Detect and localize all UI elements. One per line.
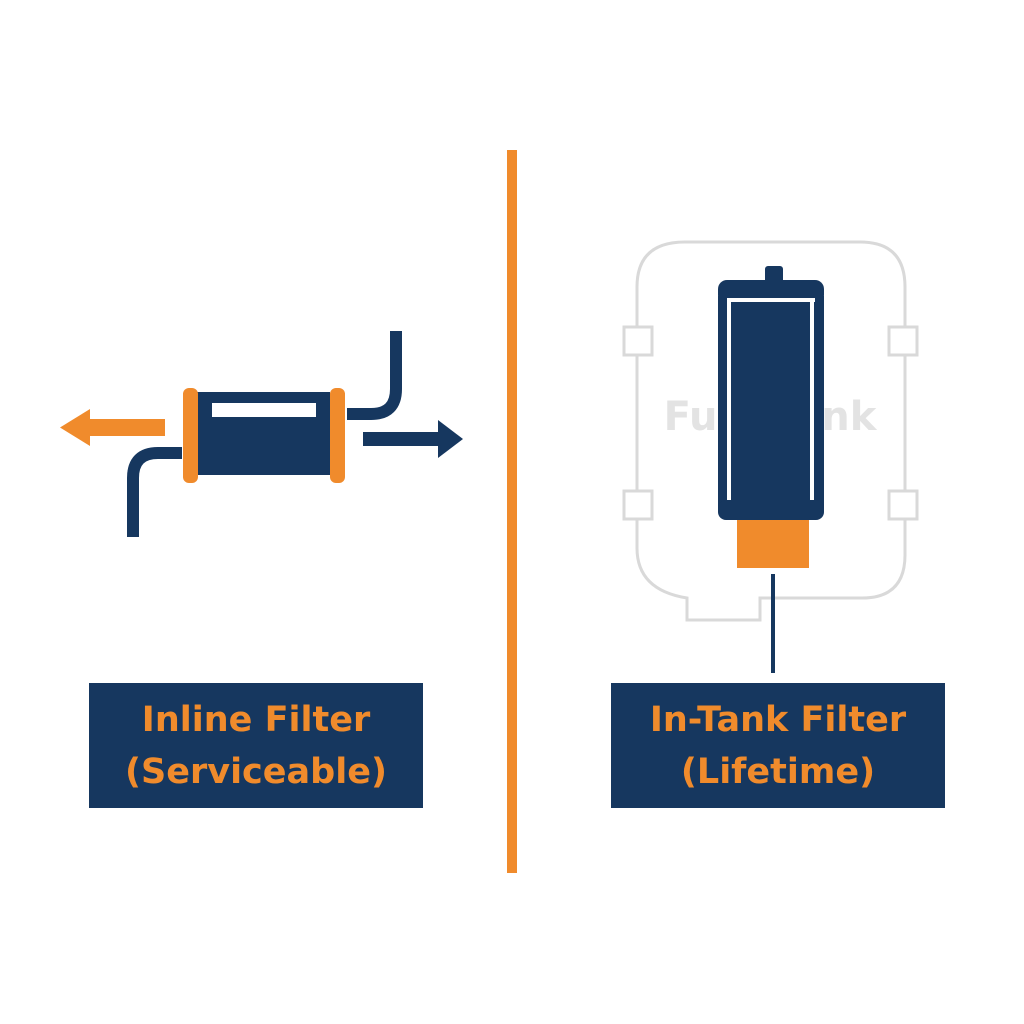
in-tank-filter-subtitle: (Lifetime) [680,751,876,792]
inline-filter-label: Inline Filter (Serviceable) [89,683,423,808]
inlet-pipe [127,447,182,537]
filter-bottom-cap [718,500,824,520]
in-tank-filter-title: In-Tank Filter [649,699,907,740]
inline-filter-subtitle: (Serviceable) [125,751,387,792]
filter-orange-base [737,520,809,568]
inline-filter-title: Inline Filter [141,699,371,740]
tank-tab [887,325,919,357]
filter-cap-right [330,388,345,483]
flow-arrow-right-icon [363,420,463,458]
tank-tab [622,489,654,521]
flow-out-arrow-left-icon [60,409,165,446]
in-tank-filter-label: In-Tank Filter (Lifetime) [611,683,945,808]
inline-filter-illustration [60,331,463,537]
in-tank-filter-illustration [718,266,824,673]
fuel-tank-illustration: Fuel Tank [622,240,919,622]
tank-tab [622,325,654,357]
filter-cap-left [183,388,198,483]
in-tank-filter-body [718,296,824,510]
tank-tab [887,489,919,521]
outlet-pipe [347,331,402,420]
fuel-tank-outline [635,240,907,622]
inline-filter-highlight [212,403,316,417]
